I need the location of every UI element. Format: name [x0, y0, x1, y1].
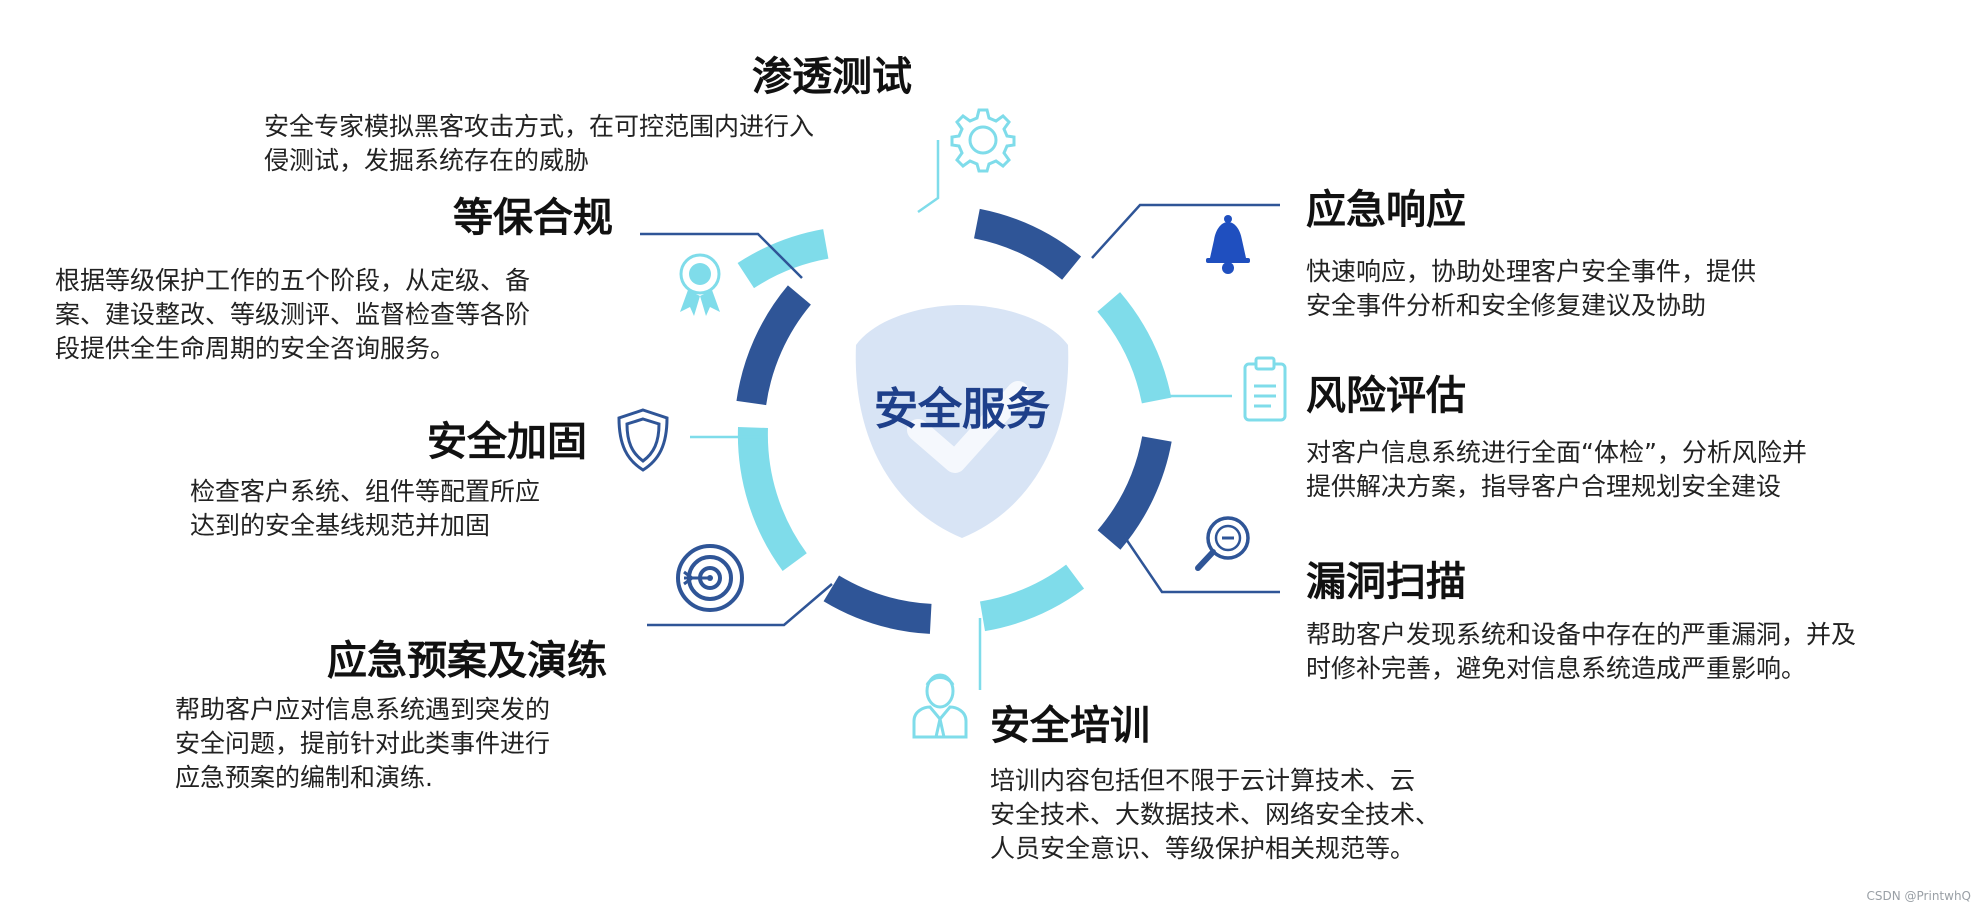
ring-segment-bottom-left — [823, 575, 932, 634]
hardening-desc-line: 达到的安全基线规范并加固 — [190, 511, 491, 540]
hardening-desc: 检查客户系统、组件等配置所应 达到的安全基线规范并加固 — [190, 475, 540, 543]
pentest-desc-line: 侵测试，发掘系统存在的威胁 — [264, 146, 590, 175]
shield-icon — [617, 408, 669, 472]
emergency-desc: 快速响应，协助处理客户安全事件，提供 安全事件分析和安全修复建议及协助 — [1306, 255, 1756, 323]
drill-title: 应急预案及演练 — [327, 638, 607, 684]
compliance-desc-line: 根据等级保护工作的五个阶段，从定级、备 — [55, 266, 531, 295]
risk-desc: 对客户信息系统进行全面“体检”，分析风险并 提供解决方案，指导客户合理规划安全建… — [1306, 436, 1807, 504]
person-icon — [912, 673, 968, 739]
target-icon — [676, 544, 744, 612]
ring-segment-left-lower — [737, 427, 807, 571]
scan-desc-line: 帮助客户发现系统和设备中存在的严重漏洞，并及 — [1306, 620, 1857, 649]
drill-desc-line: 应急预案的编制和演练. — [175, 763, 433, 792]
training-desc-line: 培训内容包括但不限于云计算技术、云 — [990, 766, 1416, 795]
hardening-title: 安全加固 — [427, 419, 587, 465]
gear-icon — [950, 108, 1016, 173]
scan-title: 漏洞扫描 — [1306, 559, 1466, 605]
drill-desc: 帮助客户应对信息系统遇到突发的 安全问题，提前针对此类事件进行 应急预案的编制和… — [175, 693, 550, 795]
compliance-desc-line: 案、建设整改、等级测评、监督检查等各阶 — [55, 300, 531, 329]
pentest-desc-line: 安全专家模拟黑客攻击方式，在可控范围内进行入 — [264, 112, 815, 141]
risk-desc-line: 对客户信息系统进行全面“体检”，分析风险并 — [1306, 438, 1807, 467]
emergency-title: 应急响应 — [1306, 187, 1466, 233]
award-ribbon-icon — [679, 253, 721, 316]
compliance-desc: 根据等级保护工作的五个阶段，从定级、备 案、建设整改、等级测评、监督检查等各阶 … — [55, 264, 530, 366]
connector-lines — [640, 140, 1280, 690]
connector-scan — [1122, 535, 1280, 594]
drill-desc-line: 帮助客户应对信息系统遇到突发的 — [175, 695, 551, 724]
magnifier-icon — [1195, 516, 1250, 571]
bell-icon — [1206, 215, 1250, 274]
training-title: 安全培训 — [990, 703, 1150, 749]
ring-segment-right-upper — [1097, 292, 1172, 404]
ring — [736, 208, 1172, 634]
connector-drill — [647, 583, 833, 627]
scan-desc-line: 时修补完善，避免对信息系统造成严重影响。 — [1306, 654, 1807, 683]
drill-desc-line: 安全问题，提前针对此类事件进行 — [175, 729, 551, 758]
compliance-title: 等保合规 — [453, 195, 613, 241]
training-desc: 培训内容包括但不限于云计算技术、云 安全技术、大数据技术、网络安全技术、 人员安… — [990, 764, 1440, 866]
pentest-desc: 安全专家模拟黑客攻击方式，在可控范围内进行入 侵测试，发掘系统存在的威胁 — [264, 110, 814, 178]
risk-desc-line: 提供解决方案，指导客户合理规划安全建设 — [1306, 472, 1782, 501]
ring-segment-top-right — [973, 208, 1082, 280]
risk-title: 风险评估 — [1306, 373, 1466, 419]
center-shield — [855, 305, 1069, 538]
ring-segment-top-left — [737, 229, 829, 289]
scan-desc: 帮助客户发现系统和设备中存在的严重漏洞，并及 时修补完善，避免对信息系统造成严重… — [1306, 618, 1856, 686]
emergency-desc-line: 安全事件分析和安全修复建议及协助 — [1306, 291, 1707, 320]
emergency-desc-line: 快速响应，协助处理客户安全事件，提供 — [1306, 257, 1757, 286]
hardening-desc-line: 检查客户系统、组件等配置所应 — [190, 477, 541, 506]
training-desc-line: 人员安全意识、等级保护相关规范等。 — [990, 834, 1416, 863]
clipboard-icon — [1243, 356, 1287, 422]
connector-emergency — [1091, 203, 1280, 259]
ring-segment-left-upper — [736, 285, 812, 406]
connector-compliance — [640, 232, 803, 279]
watermark: CSDN @PrintwhQ — [1866, 889, 1972, 903]
training-desc-line: 安全技术、大数据技术、网络安全技术、 — [990, 800, 1441, 829]
ring-segment-right-lower — [1097, 436, 1172, 550]
compliance-desc-line: 段提供全生命周期的安全咨询服务。 — [55, 334, 456, 363]
connector-pentest — [917, 140, 940, 214]
pentest-title: 渗透测试 — [752, 54, 912, 100]
ring-segment-bottom-right — [979, 564, 1085, 632]
center-label: 安全服务 — [874, 384, 1050, 435]
